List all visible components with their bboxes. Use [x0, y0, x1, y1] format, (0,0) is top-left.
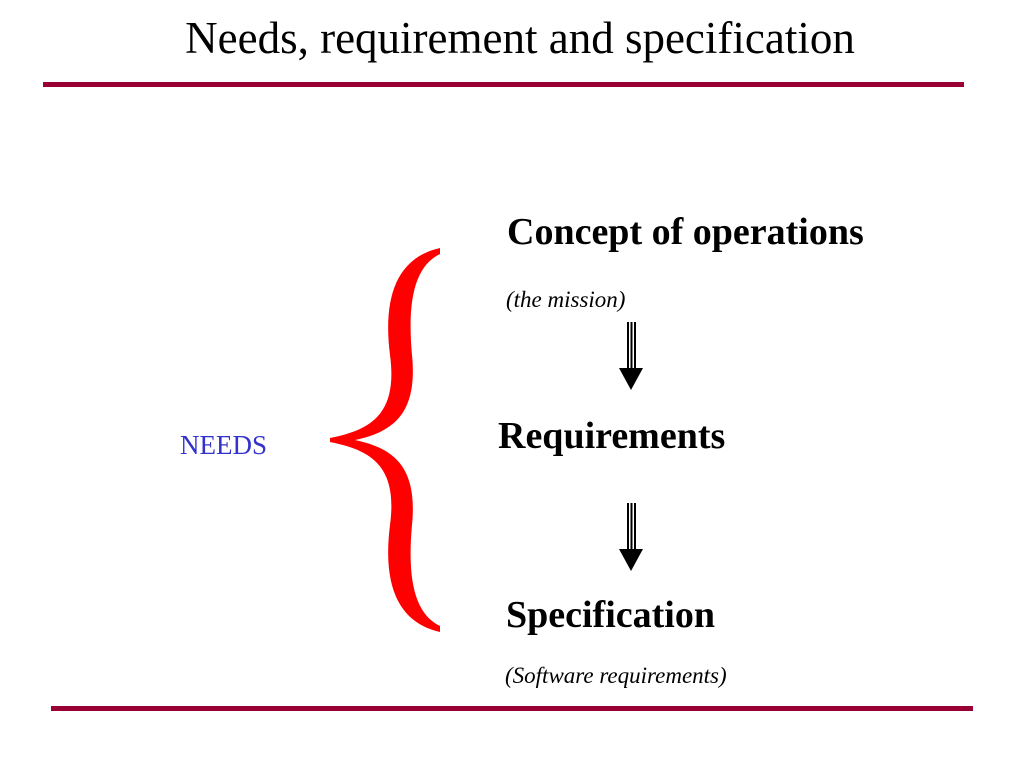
arrow-shaft-line: [627, 322, 629, 368]
arrow-shaft-line: [634, 322, 636, 368]
arrow-shaft-line: [630, 322, 633, 368]
down-arrow-icon: [619, 503, 643, 571]
arrow-head: [619, 549, 643, 571]
curly-brace-shape: [330, 248, 440, 632]
arrow-shaft-line: [634, 503, 636, 549]
arrow-head: [619, 368, 643, 390]
bottom-divider: [51, 706, 973, 711]
needs-label: NEEDS: [180, 430, 267, 460]
requirements-label: Requirements: [498, 415, 726, 457]
arrow-shaft-line: [630, 503, 633, 549]
arrow-shaft-line: [627, 503, 629, 549]
mission-note: (the mission): [506, 287, 626, 312]
curly-brace-icon: [330, 248, 440, 632]
slide-title: Needs, requirement and specification: [185, 13, 855, 63]
software-requirements-note: (Software requirements): [505, 663, 727, 688]
top-divider: [43, 82, 964, 87]
down-arrow-icon: [619, 322, 643, 390]
specification-label: Specification: [506, 594, 715, 636]
concept-of-operations-label: Concept of operations: [507, 211, 864, 253]
